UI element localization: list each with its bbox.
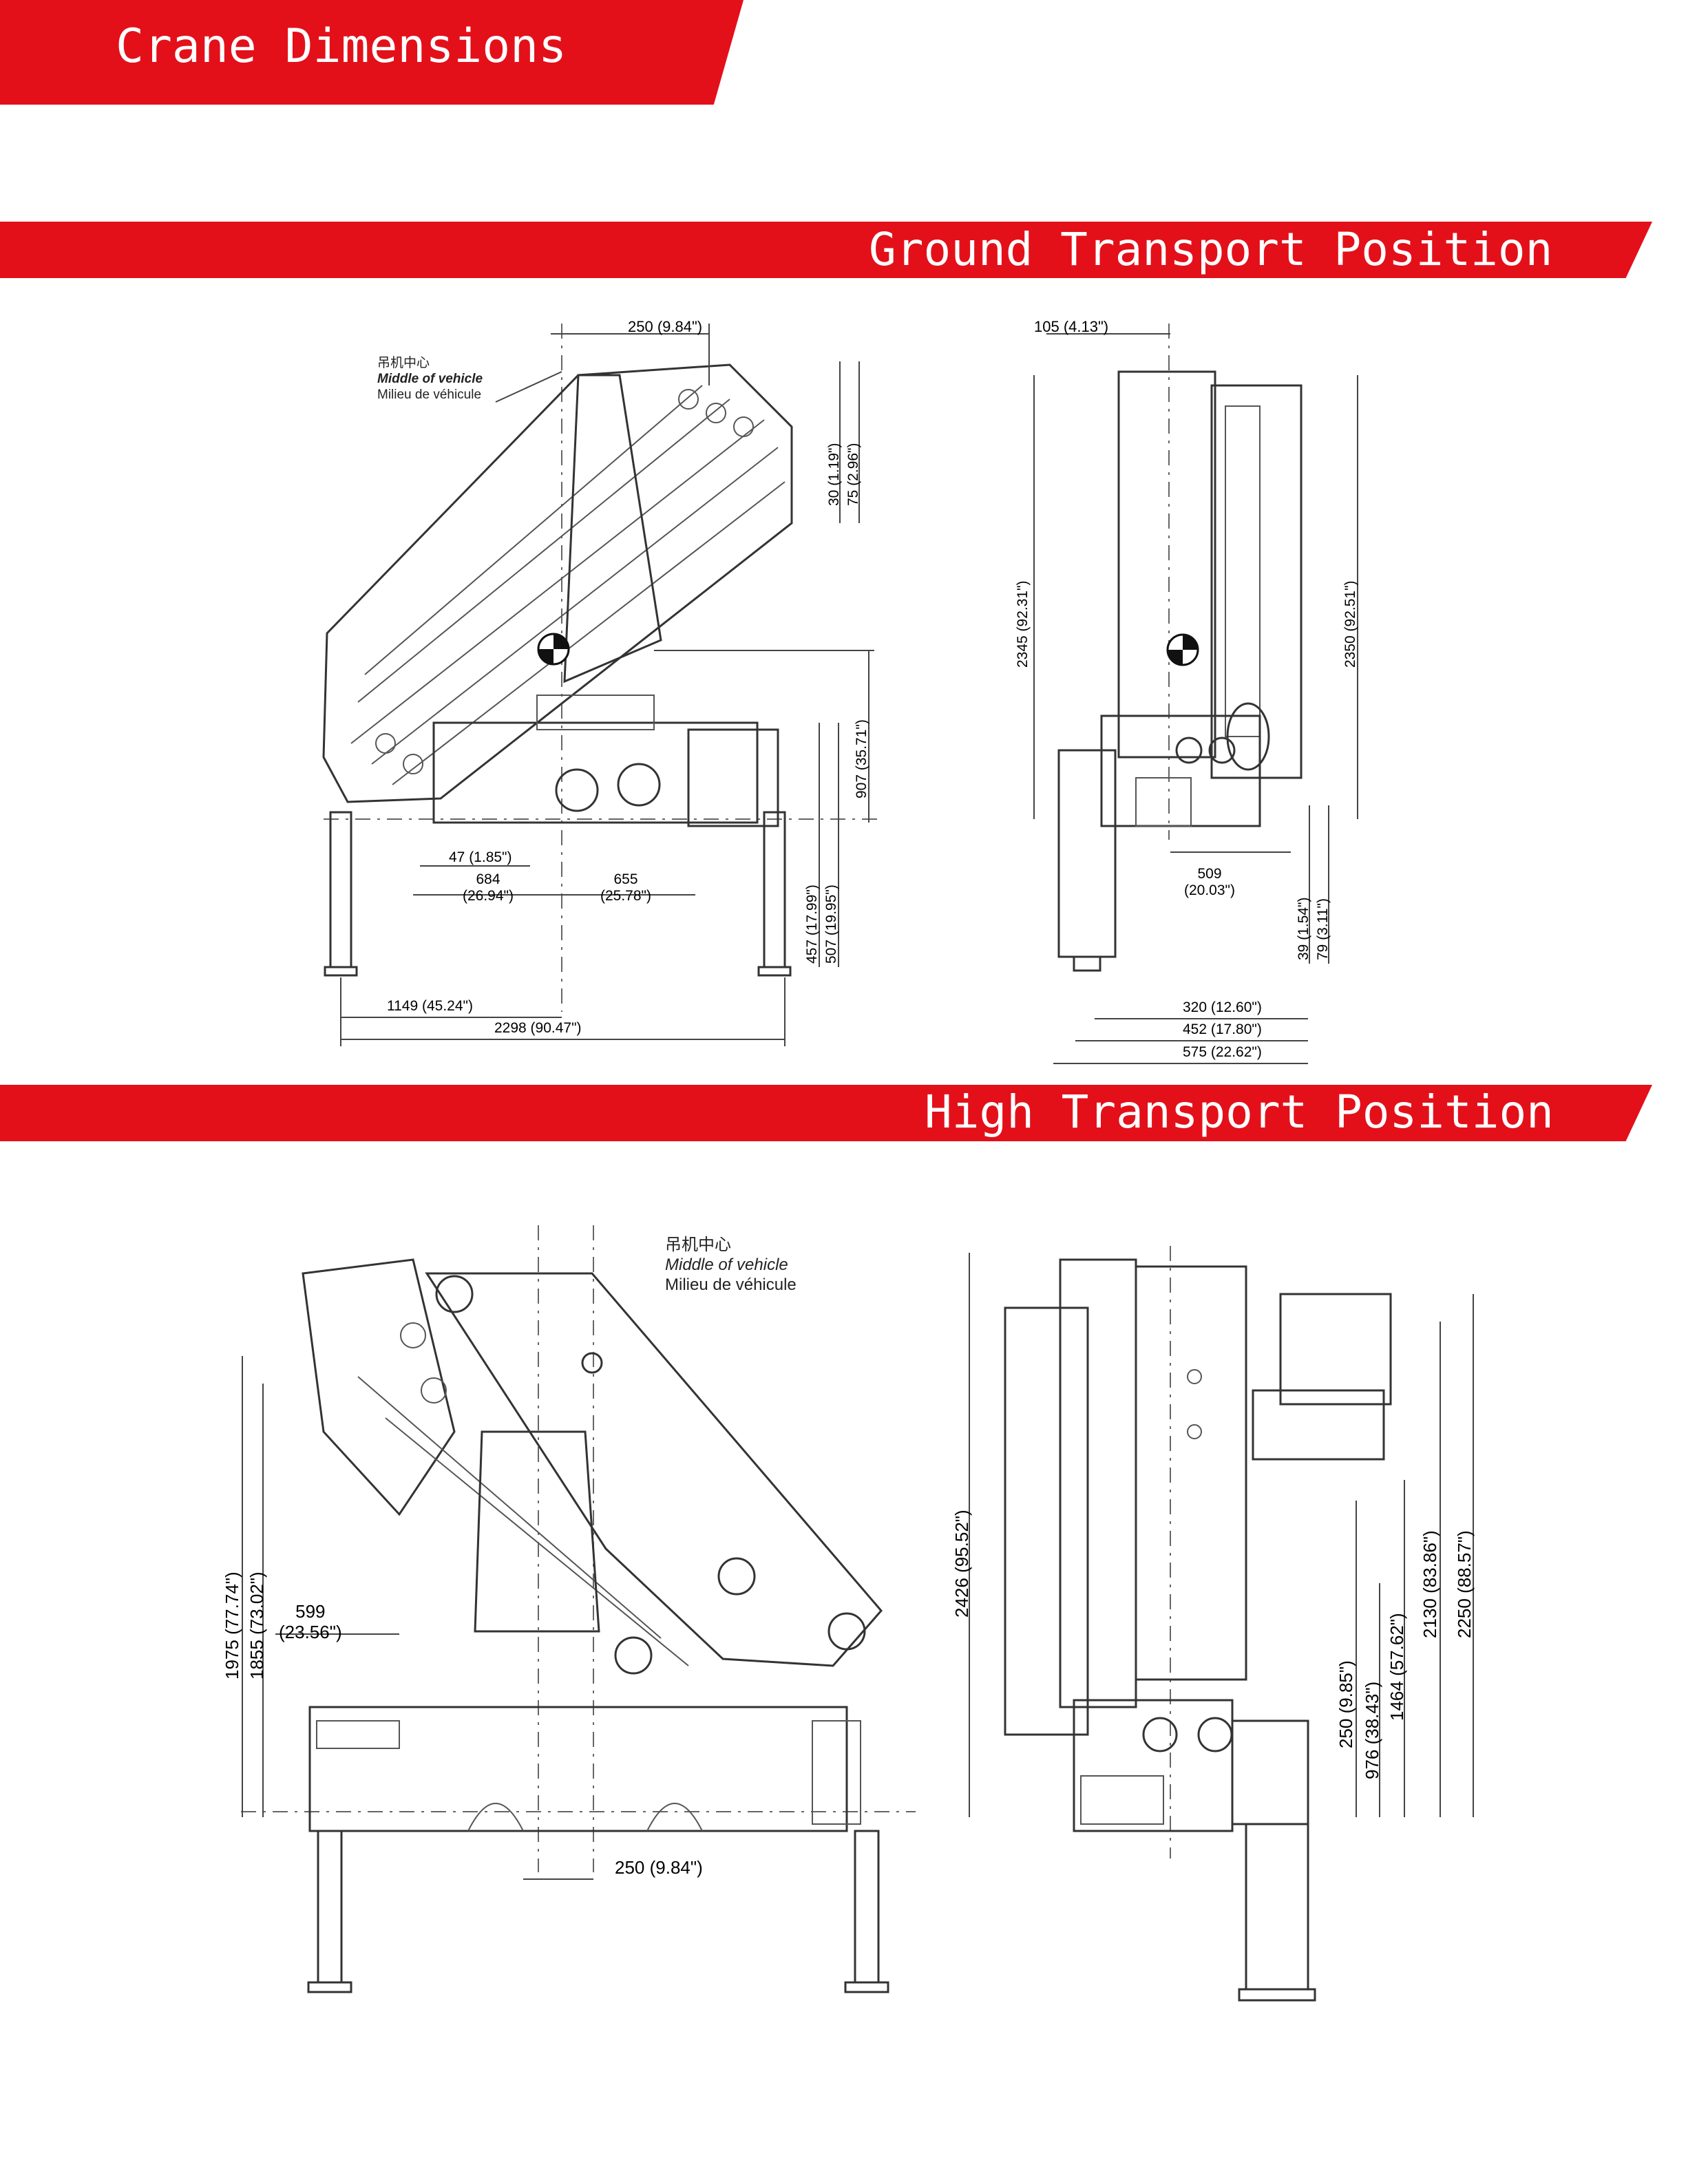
high-front-base <box>1073 1699 1309 1832</box>
header-banner <box>0 0 744 105</box>
d509-inch: (20.03") <box>1184 882 1235 898</box>
high-stabiliser-legs <box>307 1830 889 1993</box>
high-side-view-drawing <box>241 1225 916 1993</box>
ground-section-banner <box>0 222 1652 278</box>
ground-front-view-drawing <box>1033 324 1358 1064</box>
note-en-text: Middle of vehicle <box>377 372 483 386</box>
folded-boom-front <box>1117 370 1303 779</box>
ground-side-w2298-label: 2298 (90.47") <box>494 1020 582 1036</box>
high-note-fr-text: Milieu de véhicule <box>665 1275 797 1294</box>
high-front-h2130-label: 2130 (83.86") <box>1420 1530 1440 1638</box>
ground-front-d509-label: 509 (20.03") <box>1184 866 1235 899</box>
high-note-en-text: Middle of vehicle <box>665 1256 788 1274</box>
note-cn-text: 吊机中心 <box>377 356 430 370</box>
high-front-h2250-label: 2250 (88.57") <box>1454 1530 1475 1638</box>
high-note-cn-text: 吊机中心 <box>665 1236 731 1254</box>
stabiliser-legs <box>324 811 792 977</box>
high-front-boom <box>1004 1258 1392 1825</box>
high-side-h1855-label: 1855 (73.02") <box>246 1571 267 1680</box>
ground-front-h2350-label: 2350 (92.51") <box>1342 580 1358 668</box>
ground-side-h507-label: 507 (19.95") <box>823 885 839 964</box>
ground-side-h907-label: 907 (35.71") <box>854 719 869 798</box>
high-front-h250-label: 250 (9.85") <box>1336 1660 1356 1748</box>
dimension-lines <box>340 324 874 1046</box>
note-fr-text: Milieu de véhicule <box>377 388 482 402</box>
ground-front-h79-label: 79 (3.11") <box>1315 898 1331 960</box>
ground-side-view-drawing <box>322 324 881 1046</box>
ground-side-h75-label: 75 (2.96") <box>845 443 861 506</box>
ground-front-w575-label: 575 (22.62") <box>1183 1044 1262 1060</box>
ground-front-top-offset-label: 105 (4.13") <box>1034 318 1109 335</box>
high-front-h2426-label: 2426 (95.52") <box>951 1510 972 1618</box>
ground-section-title: Ground Transport Position <box>869 223 1553 276</box>
ground-front-w320-label: 320 (12.60") <box>1183 999 1262 1015</box>
note-leader-line <box>495 371 562 403</box>
high-side-note: 吊机中心 Middle of vehicle Milieu de véhicul… <box>665 1235 797 1295</box>
ground-side-h457-label: 457 (17.99") <box>804 885 820 964</box>
front-dimension-lines <box>1033 333 1358 1064</box>
high-section-title: High Transport Position <box>925 1086 1554 1139</box>
d684-value: 684 <box>476 871 500 887</box>
ground-front-w452-label: 452 (17.80") <box>1183 1021 1262 1037</box>
ground-side-w1149-label: 1149 (45.24") <box>387 998 473 1014</box>
center-of-gravity-symbol-front <box>1166 633 1199 666</box>
d509-value: 509 <box>1197 866 1222 882</box>
high-dimension-lines <box>242 1356 593 1880</box>
center-of-gravity-symbol <box>537 633 570 666</box>
ground-side-top-offset-label: 250 (9.84") <box>628 318 703 335</box>
high-front-dimension-lines <box>969 1253 1474 1817</box>
d655-inch: (25.78") <box>600 888 651 904</box>
high-base <box>308 1706 861 1832</box>
d599-value: 599 <box>295 1601 326 1622</box>
high-front-h976-label: 976 (38.43") <box>1362 1681 1382 1779</box>
high-front-view-drawing <box>969 1246 1474 2002</box>
ground-side-h30-label: 30 (1.19") <box>826 443 842 506</box>
ground-side-d47-label: 47 (1.85") <box>449 849 512 865</box>
high-front-stabiliser-leg <box>1238 1823 1316 2002</box>
raised-boom <box>302 1258 883 1675</box>
d684-inch: (26.94") <box>463 888 514 904</box>
high-section-banner <box>0 1085 1652 1141</box>
ground-front-h39-label: 39 (1.54") <box>1296 897 1311 960</box>
page-title: Crane Dimensions <box>116 19 567 74</box>
high-side-bottom-offset-label: 250 (9.84") <box>615 1857 703 1878</box>
d655-value: 655 <box>613 871 638 887</box>
crane-base <box>432 695 779 827</box>
ground-front-h2345-label: 2345 (92.31") <box>1015 580 1031 668</box>
front-base <box>1100 714 1261 827</box>
high-column <box>474 1430 600 1633</box>
crane-column <box>563 374 662 684</box>
front-stabiliser-leg <box>1057 749 1117 972</box>
ground-side-d655-label: 655 (25.78") <box>600 871 651 904</box>
folded-boom <box>322 363 793 803</box>
ground-side-d684-label: 684 (26.94") <box>463 871 514 904</box>
d599-inch: (23.56") <box>279 1622 342 1642</box>
high-front-h1464-label: 1464 (57.62") <box>1387 1613 1407 1721</box>
high-side-h1975-label: 1975 (77.74") <box>222 1571 242 1680</box>
high-side-d599-label: 599 (23.56") <box>279 1601 342 1642</box>
ground-side-note: 吊机中心 Middle of vehicle Milieu de véhicul… <box>377 355 483 403</box>
